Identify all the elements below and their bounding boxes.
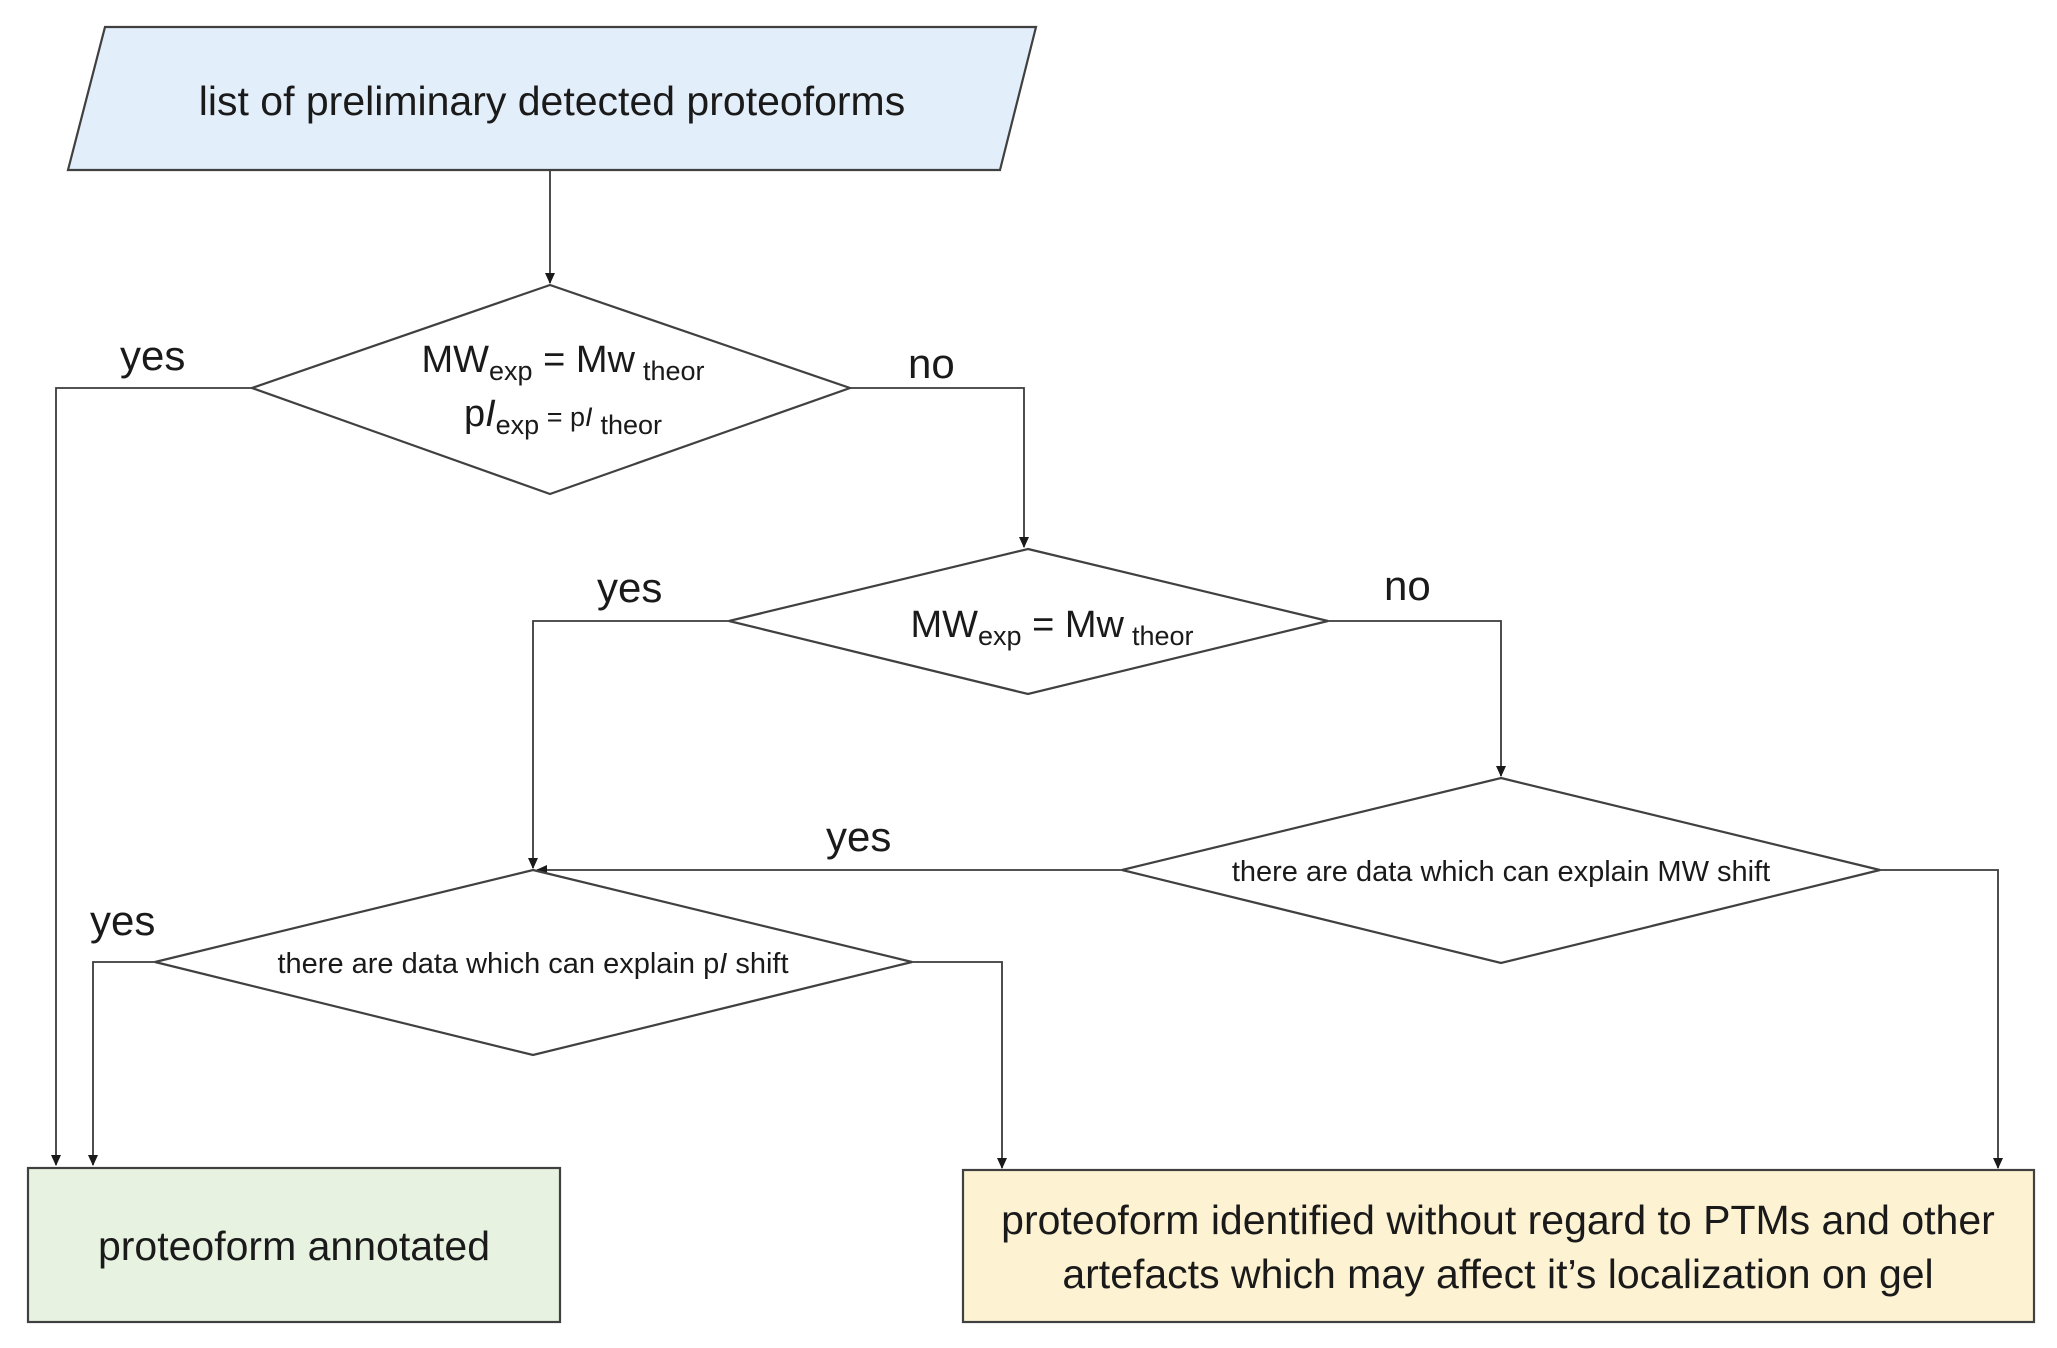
edge-decision2-no — [1328, 620, 1506, 777]
decision4-label: there are data which can explain pI shif… — [277, 948, 788, 980]
edge-decision2-yes — [528, 620, 729, 869]
edge-label-decision1-yes: yes — [120, 332, 185, 379]
annotated-label: proteoform annotated — [98, 1223, 490, 1269]
decision4-diamond — [154, 868, 913, 1057]
annotated-node: proteoform annotated — [26, 1166, 562, 1324]
decision2-diamond — [728, 547, 1329, 696]
decision3-node: there are data which can explain MW shif… — [1121, 776, 1881, 965]
edge-decision4-no — [912, 961, 1007, 1169]
decision3-label: there are data which can explain MW shif… — [1232, 856, 1770, 888]
identified-label-line1: proteoform identified without regard to … — [1001, 1197, 1995, 1243]
edge-label-decision1-no: no — [908, 340, 955, 387]
identified-label-line2: artefacts which may affect it’s localiza… — [1062, 1251, 1933, 1297]
edge-label-decision2-yes: yes — [597, 564, 662, 611]
decision1-diamond — [248, 283, 854, 496]
edge-labels: yes no yes no yes yes — [90, 332, 1431, 944]
input-node: list of preliminary detected proteoforms — [66, 25, 1038, 172]
annotated-box — [26, 1166, 562, 1324]
edge-decision3-no — [1880, 869, 2003, 1169]
decision4-node: there are data which can explain pI shif… — [154, 868, 913, 1057]
edge-label-decision4-yes: yes — [90, 897, 155, 944]
edge-decision1-yes — [51, 387, 252, 1166]
edges — [51, 170, 2003, 1169]
input-label: list of preliminary detected proteoforms — [199, 78, 905, 124]
identified-box — [961, 1168, 2036, 1324]
input-parallelogram — [66, 25, 1038, 172]
decision3-diamond — [1121, 776, 1881, 965]
edge-label-decision3-yes: yes — [826, 813, 891, 860]
identified-node: proteoform identified without regard to … — [961, 1168, 2036, 1324]
edge-decision1-no — [850, 387, 1029, 548]
edge-decision4-yes — [88, 961, 155, 1166]
edge-label-decision2-no: no — [1384, 562, 1431, 609]
